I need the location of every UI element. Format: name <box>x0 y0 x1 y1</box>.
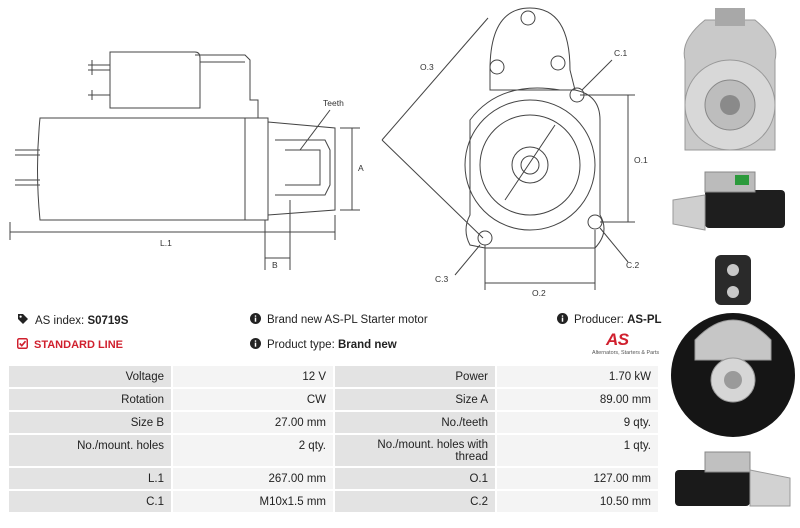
checkbox-checked-icon <box>17 338 28 352</box>
table-row: Rotation CW Size A 89.00 mm <box>9 389 660 412</box>
spec-value: 267.00 mm <box>173 468 335 491</box>
info-icon <box>250 338 261 352</box>
spec-key: Power <box>335 366 497 389</box>
dim-o2-label: O.2 <box>532 288 546 298</box>
logo-tagline: Alternators, Starters & Parts <box>592 350 660 356</box>
dim-o1-label: O.1 <box>634 155 648 165</box>
description-text: Brand new AS-PL Starter motor <box>267 314 428 326</box>
photo-flange-front <box>683 8 777 151</box>
spec-value: 1 qty. <box>497 435 660 468</box>
spec-key: No./teeth <box>335 412 497 435</box>
as-index-value: S0719S <box>87 314 129 327</box>
spec-value: 9 qty. <box>497 412 660 435</box>
dim-o3-label: O.3 <box>420 62 434 72</box>
dim-b-label: B <box>272 260 278 270</box>
spec-key: Voltage <box>9 366 173 389</box>
spec-key: No./mount. holes <box>9 435 173 468</box>
spec-key: Size B <box>9 412 173 435</box>
photo-side-bottom <box>675 451 791 507</box>
flange-outline <box>465 87 605 249</box>
photo-rear <box>671 255 795 437</box>
dim-c2-label: C.2 <box>626 260 640 270</box>
as-pl-logo: AS Alternators, Starters & Parts <box>592 330 660 358</box>
producer-value: AS-PL <box>627 314 662 326</box>
producer-label: Producer: <box>574 314 624 326</box>
spec-key: C.1 <box>9 491 173 514</box>
info-icon <box>557 313 568 327</box>
spec-value: 27.00 mm <box>173 412 335 435</box>
spec-value: 127.00 mm <box>497 468 660 491</box>
product-photos <box>671 8 795 507</box>
spec-value: 10.50 mm <box>497 491 660 514</box>
spec-value: CW <box>173 389 335 412</box>
as-index: AS index: S0719S <box>17 313 128 328</box>
logo-mark: AS <box>606 330 629 349</box>
spec-key: L.1 <box>9 468 173 491</box>
standard-line-text: STANDARD LINE <box>34 339 124 351</box>
solenoid-outline <box>109 51 201 109</box>
dim-l1-label: L.1 <box>160 238 172 248</box>
product-type-label: Product type: <box>267 339 335 351</box>
producer: Producer: AS-PL <box>557 313 662 327</box>
spec-key: C.2 <box>335 491 497 514</box>
spec-key: O.1 <box>335 468 497 491</box>
tag-icon <box>17 313 29 328</box>
spec-value: 12 V <box>173 366 335 389</box>
product-type: Product type: Brand new <box>250 338 397 352</box>
teeth-label: Teeth <box>323 98 344 108</box>
motor-body-outline <box>37 117 246 221</box>
dim-a-label: A <box>358 163 364 173</box>
dim-c3-label: C.3 <box>435 274 449 284</box>
info-icon <box>250 313 261 327</box>
table-row: L.1 267.00 mm O.1 127.00 mm <box>9 468 660 491</box>
spec-value: 89.00 mm <box>497 389 660 412</box>
spec-table: Voltage 12 V Power 1.70 kW Rotation CW S… <box>9 366 660 514</box>
product-type-value: Brand new <box>337 339 397 351</box>
spec-value: M10x1.5 mm <box>173 491 335 514</box>
as-index-label: AS index: <box>35 314 85 327</box>
spec-value: 1.70 kW <box>497 366 660 389</box>
technical-drawing: Teeth A B L.1 O.3 C.1 O.1 C.3 C.2 O.2 <box>9 7 648 298</box>
dim-c1-label: C.1 <box>614 48 628 58</box>
spec-value: 2 qty. <box>173 435 335 468</box>
table-row: C.1 M10x1.5 mm C.2 10.50 mm <box>9 491 660 514</box>
spec-key: No./mount. holes with thread <box>335 435 497 468</box>
table-row: Voltage 12 V Power 1.70 kW <box>9 366 660 389</box>
table-row: No./mount. holes 2 qty. No./mount. holes… <box>9 435 660 468</box>
spec-key: Size A <box>335 389 497 412</box>
standard-line-badge: STANDARD LINE <box>17 338 123 352</box>
photo-side-small <box>672 171 785 231</box>
table-row: Size B 27.00 mm No./teeth 9 qty. <box>9 412 660 435</box>
product-description: Brand new AS-PL Starter motor <box>250 313 428 327</box>
spec-key: Rotation <box>9 389 173 412</box>
